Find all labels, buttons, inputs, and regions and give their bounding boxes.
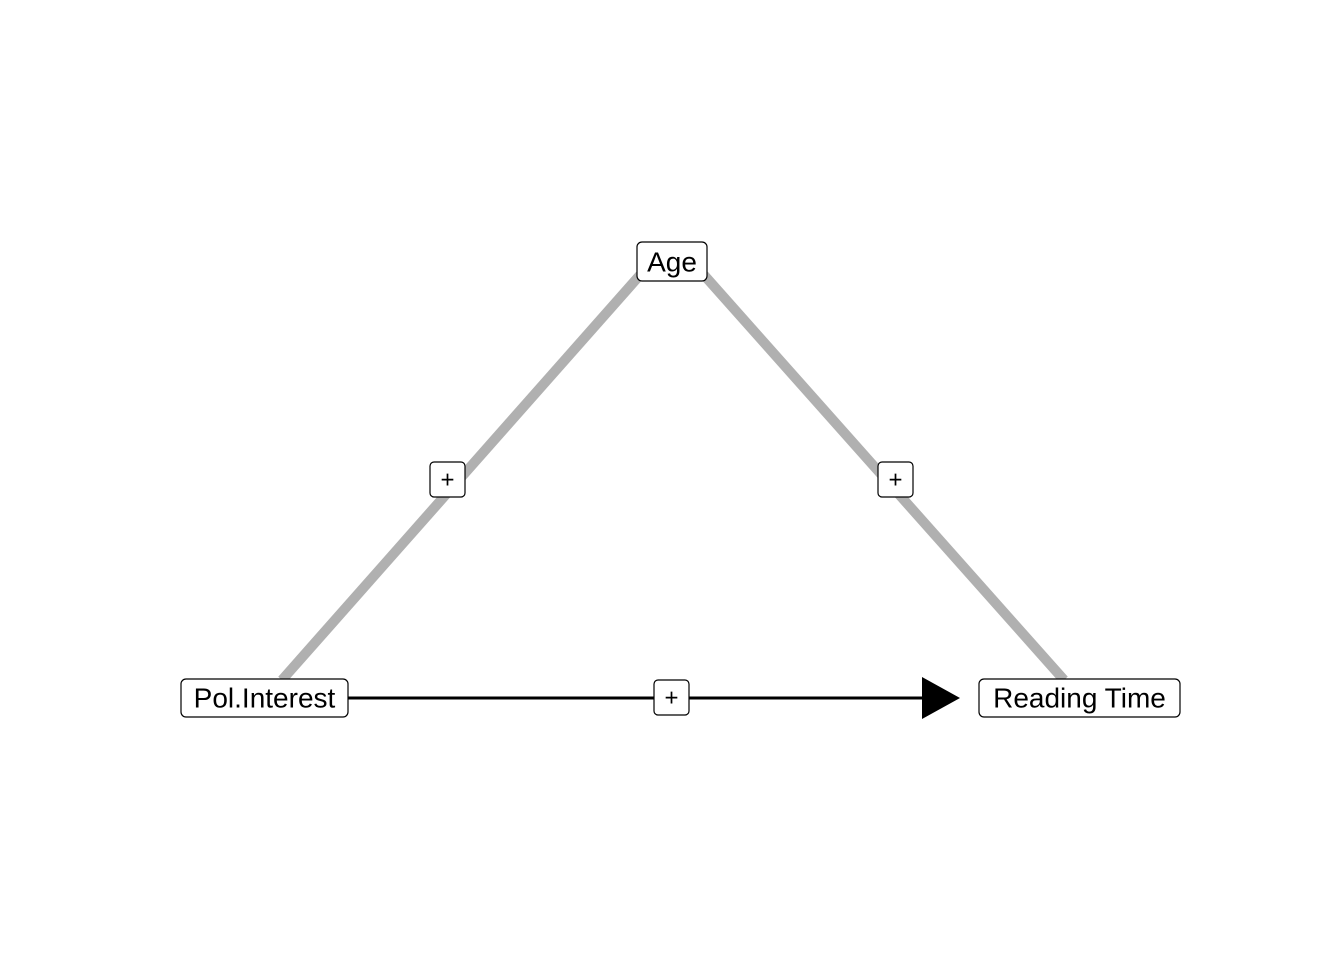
arrowhead-readingtime xyxy=(922,677,960,719)
edge-sign-polinterest-age: + xyxy=(429,461,466,498)
node-reading-time: Reading Time xyxy=(978,678,1181,718)
sign-label: + xyxy=(664,685,678,712)
node-pol-interest: Pol.Interest xyxy=(180,678,349,718)
node-age: Age xyxy=(636,241,708,282)
node-label-reading-time: Reading Time xyxy=(993,683,1166,714)
edge-sign-age-readingtime: + xyxy=(877,461,914,498)
sign-label: + xyxy=(888,467,902,494)
node-label-age: Age xyxy=(647,247,697,278)
sign-label: + xyxy=(440,467,454,494)
edge-sign-polinterest-readingtime: + xyxy=(653,679,690,716)
node-label-pol-interest: Pol.Interest xyxy=(194,683,336,714)
